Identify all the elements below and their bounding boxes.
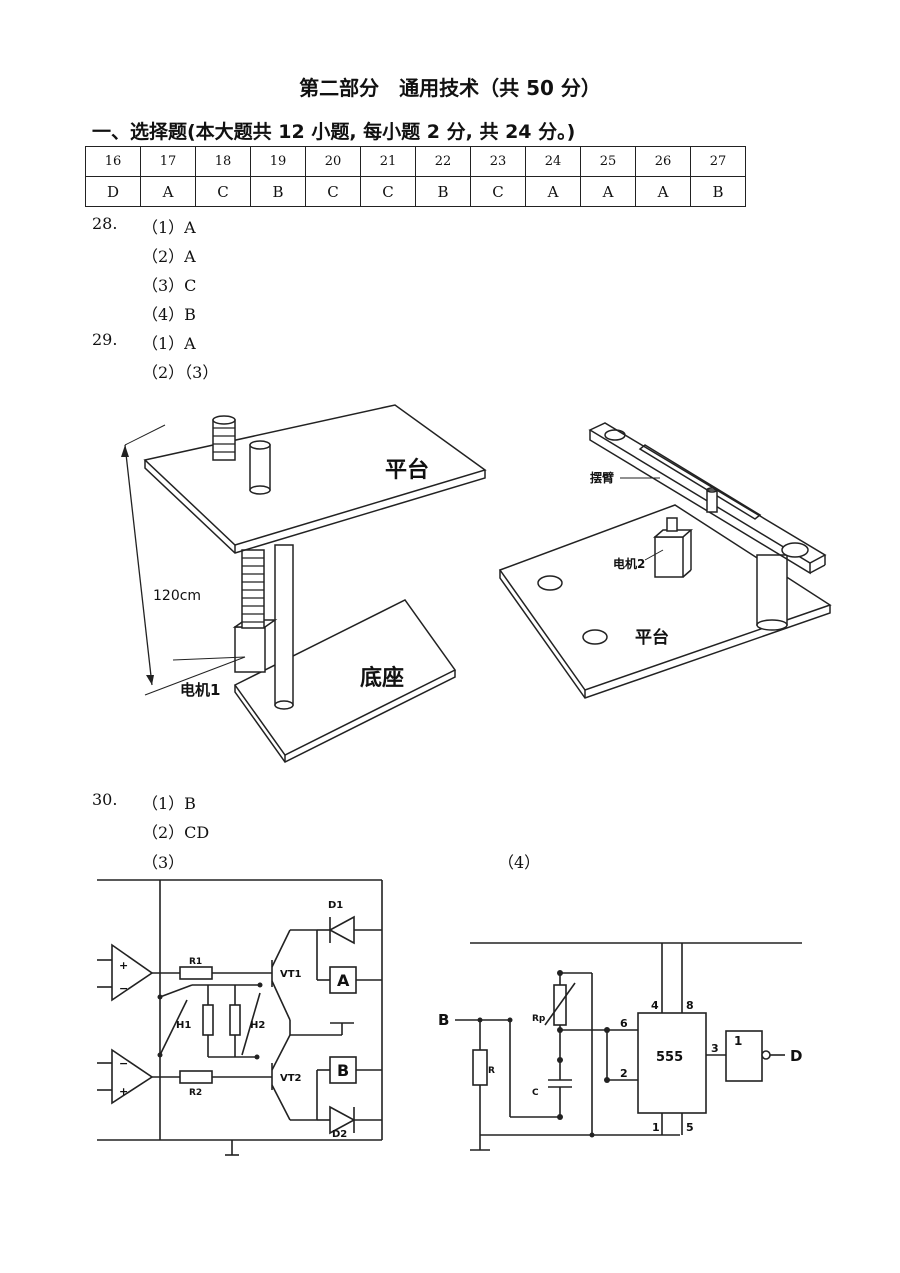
q29-answer-1: （1）A	[142, 334, 196, 353]
question-number: 27	[690, 146, 746, 177]
q30-answer-3: （3）	[142, 853, 185, 872]
answer-cell: B	[250, 176, 306, 207]
lift-stand-figure: 平台 底座 120cm 电机1	[121, 404, 487, 763]
pin8-label: 8	[686, 999, 694, 1012]
question-number: 20	[305, 146, 361, 177]
h1-label: H1	[176, 1020, 191, 1031]
pin2-label: 2	[620, 1067, 628, 1080]
opamp2-plus: +	[119, 1085, 128, 1098]
q30-answer-2: （2）CD	[142, 823, 210, 842]
q28-answer-1: （1）A	[142, 218, 196, 237]
question-number: 21	[360, 146, 416, 177]
q30-answer-1: （1）B	[142, 794, 196, 813]
answer-table-number-row: 16 17 18 19 20 21 22 23 24 25 26 27	[85, 146, 746, 177]
input-b-label: B	[438, 1011, 449, 1029]
lamp-b-label: B	[337, 1061, 349, 1080]
c-label: C	[532, 1088, 539, 1098]
answer-cell: B	[415, 176, 471, 207]
swing-arm-figure: 摆臂 电机2 平台	[498, 422, 832, 699]
q30-number: 30.	[92, 790, 118, 809]
rp-label: Rp	[532, 1014, 546, 1024]
pin4-label: 4	[651, 999, 659, 1012]
lamp-a-label: A	[337, 971, 350, 990]
height-label: 120cm	[153, 588, 201, 604]
answer-cell: C	[305, 176, 361, 207]
chip-555-label: 555	[656, 1050, 683, 1065]
pin5-label: 5	[686, 1121, 694, 1134]
question-number: 25	[580, 146, 636, 177]
r1-label: R1	[189, 957, 202, 967]
question-number: 23	[470, 146, 526, 177]
output-d-label: D	[790, 1047, 802, 1065]
r2-label: R2	[189, 1088, 202, 1098]
r-label: R	[488, 1066, 495, 1076]
q28-answer-3: （3）C	[142, 276, 197, 295]
q28-answer-4: （4）B	[142, 305, 196, 324]
q28-answer-2: （2）A	[142, 247, 196, 266]
question-number: 24	[525, 146, 581, 177]
answer-cell: A	[635, 176, 691, 207]
circuit-diagram-3: + − − + R1 R2 VT1 VT2 D1 D2 H1 H2 A B	[97, 879, 383, 1156]
circuit-diagram-4: B R Rp C 555 4 8 6 2 3 1 5 1 D	[438, 942, 802, 1151]
pin6-label: 6	[620, 1017, 628, 1030]
opamp1-plus: +	[119, 959, 128, 972]
answer-cell: A	[580, 176, 636, 207]
vt2-label: VT2	[280, 1073, 302, 1084]
page-title: 第二部分 通用技术（共 50 分）	[299, 76, 601, 100]
pin3-label: 3	[711, 1042, 719, 1055]
answer-cell: A	[140, 176, 196, 207]
q29-number: 29.	[92, 330, 118, 349]
motor1-label: 电机1	[180, 681, 220, 699]
answer-cell: D	[85, 176, 141, 207]
motor2-label: 电机2	[613, 556, 645, 571]
platform-label: 平台	[385, 457, 429, 483]
answer-cell: C	[470, 176, 526, 207]
answer-table-answer-row: D A C B C C B C A A A B	[85, 176, 746, 207]
arm-label: 摆臂	[590, 470, 614, 485]
q28-number: 28.	[92, 214, 118, 233]
answer-cell: C	[195, 176, 251, 207]
platform2-label: 平台	[635, 627, 669, 648]
question-number: 18	[195, 146, 251, 177]
d1-label: D1	[328, 900, 343, 911]
question-number: 19	[250, 146, 306, 177]
pin1-label: 1	[652, 1121, 660, 1134]
answer-cell: B	[690, 176, 746, 207]
not-gate-label: 1	[734, 1034, 742, 1048]
question-number: 22	[415, 146, 471, 177]
opamp1-minus: −	[119, 982, 128, 995]
opamp2-minus: −	[119, 1057, 128, 1070]
question-number: 16	[85, 146, 141, 177]
q30-answer-4: （4）	[498, 853, 541, 872]
answer-cell: C	[360, 176, 416, 207]
d2-label: D2	[332, 1129, 347, 1140]
vt1-label: VT1	[280, 969, 302, 980]
question-number: 26	[635, 146, 691, 177]
q29-answer-2-3: （2）（3）	[142, 363, 219, 382]
section-heading: 一、选择题(本大题共 12 小题, 每小题 2 分, 共 24 分。)	[92, 121, 576, 143]
question-number: 17	[140, 146, 196, 177]
h2-label: H2	[250, 1020, 265, 1031]
base-label: 底座	[360, 665, 404, 691]
answer-table: 16 17 18 19 20 21 22 23 24 25 26 27 D A …	[85, 146, 746, 207]
answer-cell: A	[525, 176, 581, 207]
